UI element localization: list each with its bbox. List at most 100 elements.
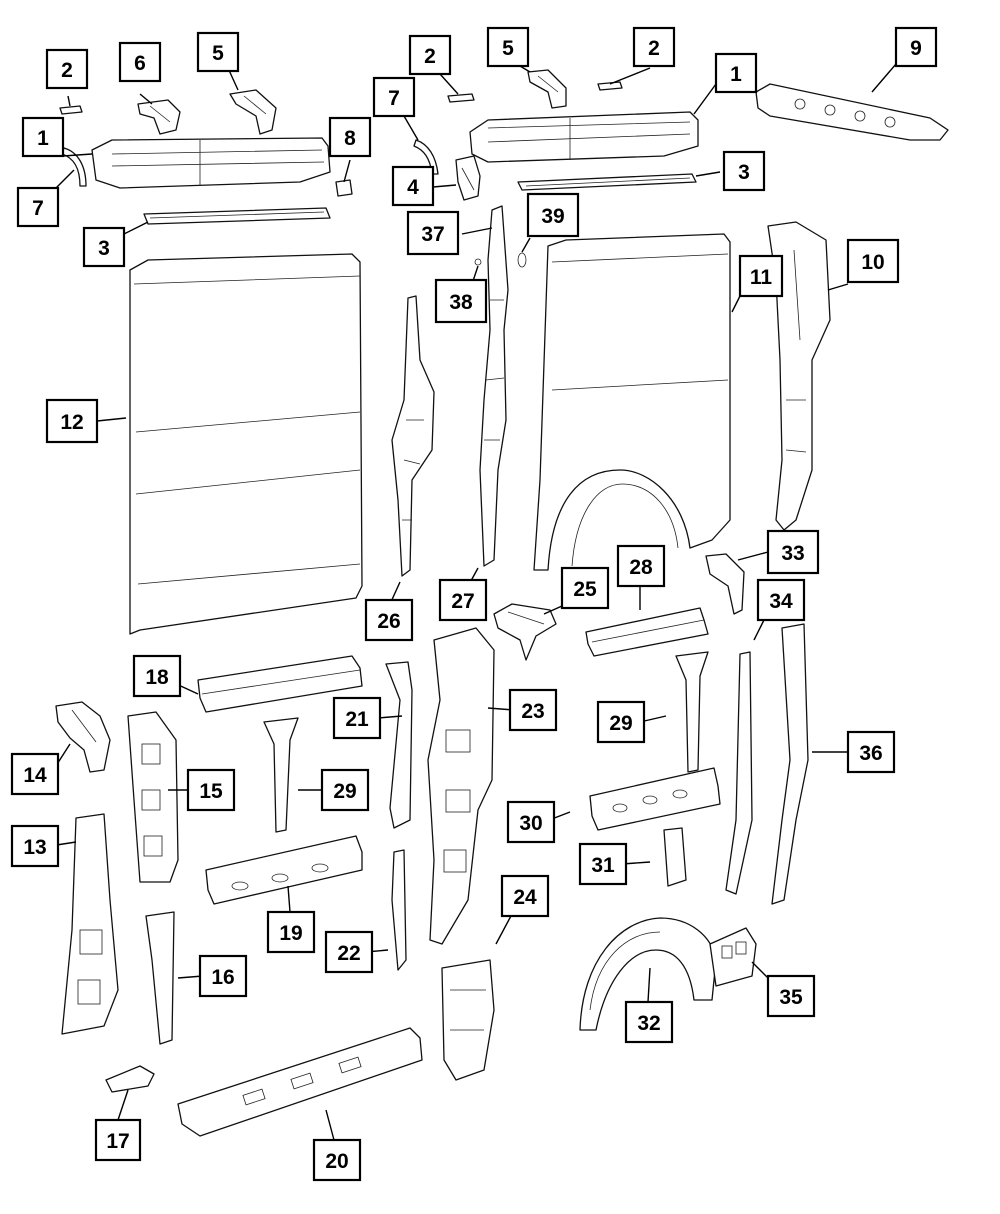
svg-text:19: 19 (279, 922, 302, 945)
svg-text:3: 3 (98, 237, 110, 260)
svg-text:16: 16 (211, 966, 234, 989)
svg-text:9: 9 (910, 37, 922, 60)
callout-labels: 1 2 6 5 2 5 2 9 7 7 8 1 3 4 3 37 39 10 1… (10, 26, 938, 1182)
callout-28: 28 (616, 544, 666, 588)
part-15-pillar (127, 711, 179, 883)
parts-layer (55, 69, 949, 1137)
part-2-tabs (59, 81, 623, 115)
callout-34: 34 (756, 578, 806, 622)
part-28-rail (585, 607, 709, 657)
callout-2: 2 (408, 34, 452, 76)
part-17-bracket (105, 1065, 155, 1093)
svg-text:18: 18 (145, 666, 169, 689)
svg-text:31: 31 (591, 854, 615, 877)
callout-17: 17 (94, 1118, 142, 1162)
callout-16: 16 (198, 954, 248, 998)
callout-1: 1 (21, 116, 65, 158)
svg-text:22: 22 (337, 942, 360, 965)
svg-text:13: 13 (23, 836, 46, 859)
callout-18: 18 (132, 654, 182, 698)
svg-text:2: 2 (648, 37, 660, 60)
part-4-bracket (455, 155, 481, 201)
part-1-right (469, 111, 699, 163)
part-13-pillar (61, 813, 119, 1035)
part-36-rear-strip (771, 623, 809, 905)
callout-5: 5 (196, 31, 240, 73)
part-21-pillar (385, 661, 413, 829)
svg-text:11: 11 (750, 266, 773, 289)
callout-32: 32 (624, 1000, 674, 1044)
callout-15: 15 (186, 768, 236, 812)
part-19-crossmember (205, 835, 363, 905)
svg-text:7: 7 (32, 197, 44, 220)
svg-text:5: 5 (212, 42, 224, 65)
part-16-strip (145, 911, 175, 1045)
part-38-rivet (474, 258, 482, 266)
part-11-rear-panel (533, 233, 731, 571)
part-8-bracket (335, 179, 353, 197)
callout-27: 27 (438, 578, 488, 622)
callout-25: 25 (560, 566, 610, 610)
svg-text:4: 4 (407, 176, 419, 199)
svg-text:28: 28 (629, 556, 653, 579)
callout-37: 37 (406, 210, 460, 256)
callout-4: 4 (391, 165, 435, 207)
callout-20: 20 (312, 1138, 362, 1182)
callout-3: 3 (722, 150, 766, 192)
callout-21: 21 (332, 696, 382, 740)
callout-39: 39 (526, 192, 580, 238)
part-24-pillar (441, 959, 495, 1081)
svg-text:24: 24 (513, 886, 537, 909)
callout-35: 35 (766, 974, 816, 1018)
callout-33: 33 (766, 529, 820, 575)
svg-text:8: 8 (344, 127, 356, 150)
part-5-brackets (229, 69, 567, 135)
svg-text:1: 1 (730, 63, 742, 86)
svg-text:25: 25 (573, 578, 597, 601)
callout-23: 23 (508, 688, 558, 732)
callout-6: 6 (118, 41, 162, 83)
part-9-roof-bow (755, 83, 949, 141)
svg-text:33: 33 (781, 542, 804, 565)
svg-text:21: 21 (345, 708, 369, 731)
callout-22: 22 (324, 930, 374, 974)
callout-7: 7 (372, 76, 416, 118)
svg-text:29: 29 (609, 712, 632, 735)
part-31-bracket (663, 827, 687, 887)
svg-text:2: 2 (61, 59, 73, 82)
callout-9: 9 (894, 26, 938, 68)
callout-11: 11 (738, 254, 784, 298)
svg-text:6: 6 (134, 52, 146, 75)
svg-text:30: 30 (519, 812, 542, 835)
callout-2: 2 (632, 26, 676, 68)
svg-text:15: 15 (199, 780, 223, 803)
callout-14: 14 (10, 752, 60, 796)
svg-text:1: 1 (37, 127, 49, 150)
svg-text:35: 35 (779, 986, 803, 1009)
part-1-left (91, 137, 331, 189)
callout-24: 24 (500, 874, 550, 918)
part-25-bracket (493, 603, 557, 661)
svg-text:14: 14 (23, 764, 47, 787)
callout-10: 10 (846, 238, 900, 284)
part-30-crossmember (589, 767, 721, 831)
svg-text:17: 17 (106, 1130, 129, 1153)
part-39-clip (517, 252, 527, 268)
svg-text:7: 7 (388, 87, 400, 110)
svg-text:26: 26 (377, 610, 400, 633)
part-10-rear-pillar (767, 221, 831, 531)
part-33-bracket (705, 553, 745, 615)
svg-text:2: 2 (424, 45, 436, 68)
svg-text:36: 36 (859, 742, 882, 765)
part-22-strip (391, 849, 407, 971)
svg-text:37: 37 (421, 223, 444, 246)
svg-text:27: 27 (451, 590, 474, 613)
svg-text:29: 29 (333, 780, 356, 803)
part-29-right (675, 651, 709, 773)
callout-19: 19 (266, 910, 316, 954)
callout-12: 12 (45, 398, 99, 444)
part-6-bracket (137, 99, 181, 135)
callout-5: 5 (486, 26, 530, 68)
part-12-side-panel (129, 253, 363, 635)
